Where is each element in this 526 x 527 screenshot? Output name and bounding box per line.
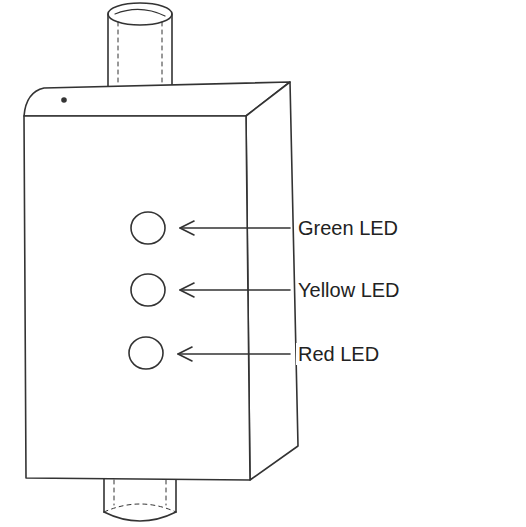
led-label: Yellow LED (296, 279, 402, 301)
led-circles (129, 212, 165, 369)
led-label: Red LED (296, 343, 381, 365)
pipe-bottom (104, 478, 176, 521)
led-label: Green LED (296, 217, 400, 239)
pipe-top (108, 3, 172, 88)
enclosure-box (24, 82, 298, 480)
leader-arrows (178, 221, 290, 361)
